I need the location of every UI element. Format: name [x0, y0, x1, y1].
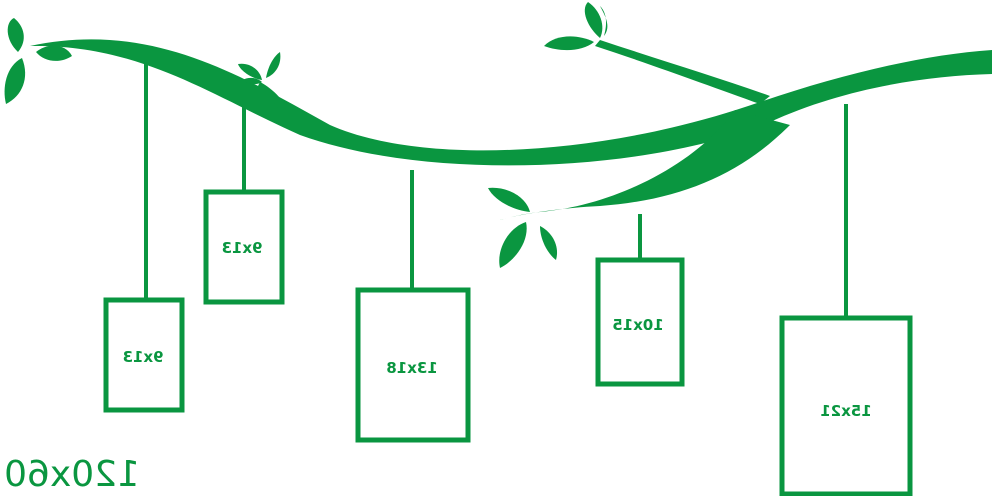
leaves — [4, 2, 608, 268]
leaf-top-3 — [544, 36, 594, 51]
photo-frame-5 — [779, 315, 913, 496]
frame-5-label: 15x21 — [820, 402, 871, 420]
leaf-fork-2 — [499, 222, 527, 268]
photo-frame-4 — [595, 257, 685, 387]
leaf-fork-1 — [488, 187, 530, 212]
frame-1-label: 9x13 — [123, 348, 164, 366]
leaf-top-2 — [600, 6, 608, 36]
frame-2-label: 9x13 — [222, 239, 263, 257]
leaf-left-top — [7, 18, 24, 52]
photo-frame-1 — [103, 297, 185, 413]
upper-twig — [595, 40, 770, 104]
leaf-left-bottom — [4, 58, 26, 104]
design-size-label: 120x60 — [4, 454, 140, 495]
leaf-fork-3 — [540, 226, 558, 260]
photo-frame-2 — [203, 189, 285, 305]
leaf-mid-3 — [242, 77, 262, 85]
leaf-mid-1 — [238, 63, 262, 80]
main-branch — [30, 39, 992, 166]
strings — [144, 48, 848, 318]
photo-frame-3 — [355, 287, 471, 443]
fork-branch — [500, 110, 790, 220]
leaf-left-right — [36, 45, 72, 61]
frame-4-label: 10x15 — [612, 316, 663, 334]
leaf-top-1 — [584, 2, 603, 38]
mid-twig — [258, 82, 290, 117]
frame-3-label: 13x18 — [386, 359, 437, 377]
leaf-mid-2 — [266, 52, 281, 78]
